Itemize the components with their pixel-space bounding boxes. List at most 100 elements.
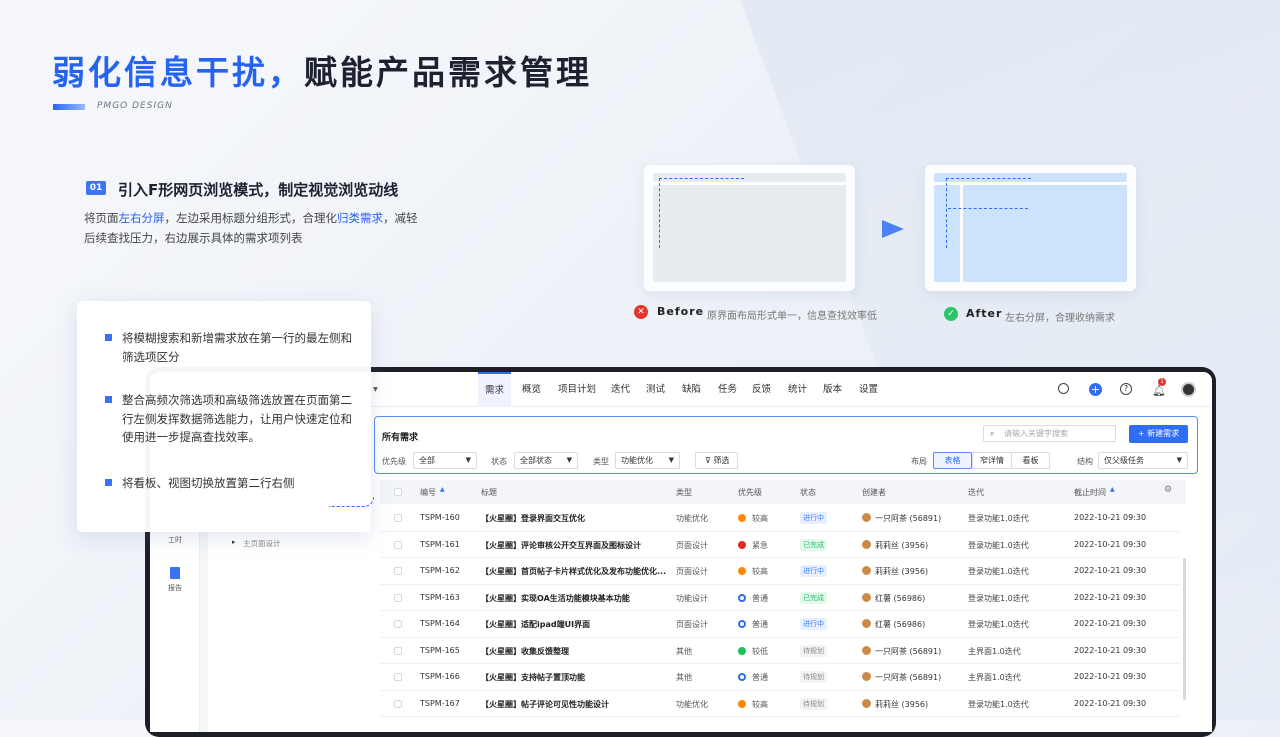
row-iteration: 主界面1.0迭代	[968, 646, 1021, 656]
creator-avatar	[862, 592, 871, 602]
check-icon: ✓	[944, 307, 958, 321]
column-header: 类型	[676, 488, 692, 497]
nav-tab-9[interactable]: 版本	[823, 384, 843, 395]
user-avatar[interactable]	[1181, 382, 1196, 397]
nav-tab-8[interactable]: 统计	[788, 384, 808, 395]
row-type: 功能优化	[676, 699, 708, 709]
layout-board-tab[interactable]: 看板	[1011, 452, 1050, 469]
row-checkbox[interactable]	[394, 646, 402, 655]
layout-narrow-tab[interactable]: 窄详情	[972, 452, 1012, 469]
before-label: Before	[657, 305, 705, 318]
row-title[interactable]: 【火星圈】评论审核公开交互界面及图标设计	[481, 540, 641, 550]
error-icon: ✕	[634, 305, 648, 319]
priority-icon	[738, 699, 746, 708]
status-badge: 待规划	[800, 671, 827, 683]
button-label: 新建需求	[1147, 429, 1180, 438]
search-icon[interactable]	[1058, 383, 1069, 394]
status-badge: 进行中	[800, 512, 827, 524]
funnel-icon: ⊽	[705, 456, 714, 465]
row-iteration: 登录功能1.0迭代	[968, 540, 1029, 550]
row-checkbox[interactable]	[394, 593, 402, 602]
new-requirement-button[interactable]: + 新建需求	[1129, 425, 1188, 443]
priority-icon	[738, 673, 746, 681]
row-title[interactable]: 【火星圈】首页帖子卡片样式优化及发布功能优化...	[481, 567, 667, 576]
scrollbar[interactable]	[1183, 558, 1186, 700]
filter-button[interactable]: ⊽ 筛选	[695, 452, 738, 469]
row-checkbox[interactable]	[394, 673, 402, 681]
nav-tab-7[interactable]: 反馈	[752, 384, 772, 395]
nav-tab-10[interactable]: 设置	[859, 384, 879, 395]
row-checkbox[interactable]	[394, 699, 402, 708]
table-row[interactable]: TSPM-161【火星圈】评论审核公开交互界面及图标设计页面设计紧急已完成莉莉丝…	[380, 532, 1180, 558]
type-select[interactable]: 功能优化▼	[615, 452, 680, 469]
row-creator: 红薯 (56986)	[875, 593, 926, 603]
before-description: 原界面布局形式单一，信息查找效率低	[707, 311, 877, 322]
add-icon[interactable]: +	[1089, 383, 1102, 396]
tree-item[interactable]: 主页面设计	[243, 539, 281, 548]
bullet-icon	[105, 479, 112, 486]
nav-tab-0[interactable]: 需求	[478, 372, 512, 407]
table-row[interactable]: TSPM-164【火星圈】适配ipad端UI界面页面设计普通进行中红薯 (569…	[380, 611, 1180, 638]
row-title[interactable]: 【火星圈】收集反馈整理	[481, 646, 569, 656]
column-header[interactable]: 截止时间	[1074, 488, 1106, 497]
table-row[interactable]: TSPM-165【火星圈】收集反馈整理其他较低待规划一只阿茶 (56891)主界…	[380, 638, 1180, 664]
row-type: 页面设计	[676, 620, 708, 629]
project-dropdown-caret[interactable]: ▾	[373, 384, 378, 395]
column-header: 迭代	[968, 488, 984, 497]
after-description: 左右分屏，合理收纳需求	[1005, 313, 1115, 324]
status-select[interactable]: 全部状态▼	[514, 452, 578, 469]
row-iteration: 登录功能1.0迭代	[968, 620, 1029, 629]
select-all-checkbox[interactable]	[394, 488, 402, 496]
table-row[interactable]: TSPM-160【火星圈】登录界面交互优化功能优化较高进行中一只阿茶 (5689…	[380, 505, 1180, 532]
settings-icon[interactable]: ⚙	[1164, 485, 1173, 495]
title-highlight: 弱化信息干扰，	[52, 53, 304, 92]
row-title[interactable]: 【火星圈】支持帖子置顶功能	[481, 673, 585, 682]
row-title[interactable]: 【火星圈】适配ipad端UI界面	[481, 620, 591, 629]
row-due: 2022-10-21 09:30	[1074, 513, 1147, 522]
row-priority: 普通	[752, 673, 768, 682]
row-checkbox[interactable]	[394, 567, 402, 575]
nav-tab-3[interactable]: 迭代	[611, 384, 631, 395]
sidebar-item-report[interactable]: 报告	[168, 584, 182, 592]
caret-right-icon[interactable]: ▸	[232, 538, 236, 546]
column-header[interactable]: 编号	[420, 488, 436, 497]
row-id: TSPM-162	[420, 566, 460, 575]
row-iteration: 登录功能1.0迭代	[968, 593, 1029, 603]
row-title[interactable]: 【火星圈】登录界面交互优化	[481, 514, 585, 523]
creator-avatar	[862, 645, 871, 655]
nav-tab-6[interactable]: 任务	[718, 384, 738, 395]
highlight: 归类需求	[337, 211, 383, 225]
row-title[interactable]: 【火星圈】实现OA生活功能模块基本功能	[481, 593, 630, 603]
row-checkbox[interactable]	[394, 620, 402, 628]
status-badge: 进行中	[800, 618, 827, 630]
nav-tab-5[interactable]: 缺陷	[682, 384, 702, 395]
row-due: 2022-10-21 09:30	[1074, 698, 1147, 708]
row-checkbox[interactable]	[394, 540, 402, 549]
button-label: 筛选	[713, 456, 730, 465]
row-checkbox[interactable]	[394, 514, 402, 522]
structure-select[interactable]: 仅父级任务▼	[1098, 452, 1188, 469]
table-row[interactable]: TSPM-167【火星圈】帖子评论可见性功能设计功能优化较高待规划莉莉丝 (39…	[380, 691, 1180, 717]
help-icon[interactable]: ?	[1120, 383, 1132, 395]
nav-tab-4[interactable]: 测试	[646, 384, 666, 395]
layout-table-tab[interactable]: 表格	[933, 452, 972, 469]
row-due: 2022-10-21 09:30	[1074, 539, 1147, 549]
search-input[interactable]: ⌕请输入关键字搜索	[983, 425, 1116, 442]
section-index-badge: 01	[86, 181, 106, 195]
priority-select[interactable]: 全部▼	[413, 452, 477, 469]
pointer-arrow	[329, 497, 374, 507]
sort-icon[interactable]: ▲	[1110, 486, 1115, 493]
row-title[interactable]: 【火星圈】帖子评论可见性功能设计	[481, 699, 609, 709]
table-row[interactable]: TSPM-166【火星圈】支持帖子置顶功能其他普通待规划一只阿茶 (56891)…	[380, 664, 1180, 691]
creator-avatar	[862, 513, 871, 522]
sidebar-item-worktime[interactable]: 工时	[168, 536, 182, 544]
bell-icon[interactable]: 🔔︎	[1152, 384, 1166, 397]
row-id: TSPM-160	[420, 513, 460, 522]
priority-icon	[738, 514, 746, 522]
caret-down-icon: ▼	[566, 456, 572, 464]
nav-tab-1[interactable]: 概览	[522, 384, 542, 395]
sort-icon[interactable]: ▲	[440, 486, 445, 493]
nav-tab-2[interactable]: 项目计划	[558, 384, 597, 395]
table-row[interactable]: TSPM-163【火星圈】实现OA生活功能模块基本功能功能设计普通已完成红薯 (…	[380, 585, 1180, 611]
table-row[interactable]: TSPM-162【火星圈】首页帖子卡片样式优化及发布功能优化...页面设计较高进…	[380, 558, 1180, 585]
